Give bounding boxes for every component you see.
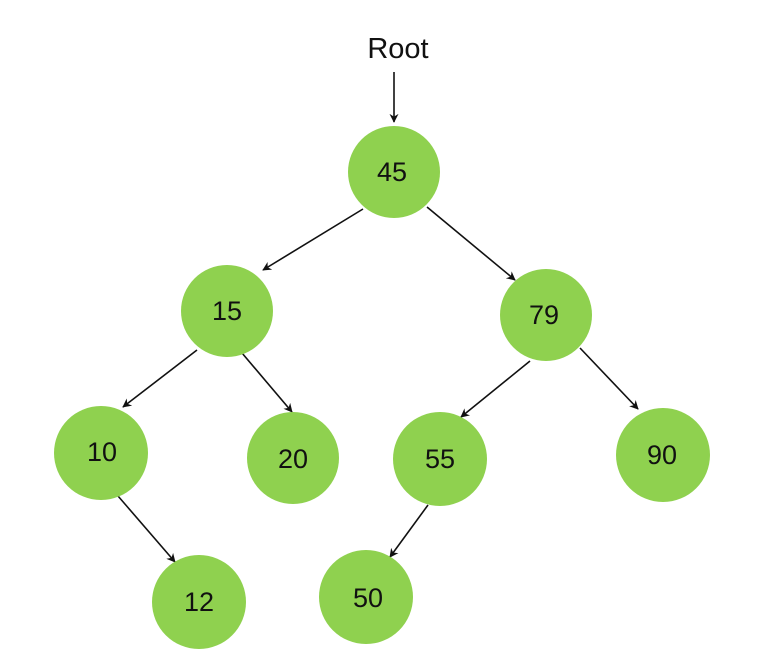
node-circle — [500, 269, 592, 361]
edge-45-15 — [262, 208, 364, 271]
tree-node-90: 90 — [616, 408, 710, 502]
node-circle — [393, 412, 487, 506]
node-circle — [152, 555, 246, 649]
node-circle — [348, 126, 440, 218]
tree-node-12: 12 — [152, 555, 246, 649]
tree-node-79: 79 — [500, 269, 592, 361]
edge-10-12 — [117, 495, 176, 563]
tree-node-45: 45 — [348, 126, 440, 218]
edge-15-10 — [122, 349, 198, 408]
node-value: 55 — [425, 444, 455, 474]
tree-node-10: 10 — [54, 406, 148, 500]
tree-node-20: 20 — [247, 412, 339, 504]
node-circle — [319, 550, 413, 644]
tree-node-50: 50 — [319, 550, 413, 644]
edge-79-55 — [460, 360, 531, 418]
node-circle — [181, 265, 273, 357]
edge-79-90 — [579, 347, 639, 410]
edge-15-20 — [241, 352, 293, 413]
tree-node-15: 15 — [181, 265, 273, 357]
node-value: 90 — [647, 440, 677, 470]
node-circle — [247, 412, 339, 504]
node-value: 79 — [529, 300, 559, 330]
edge-55-50 — [389, 504, 429, 558]
node-value: 45 — [377, 157, 407, 187]
node-circle — [616, 408, 710, 502]
node-value: 12 — [184, 587, 214, 617]
edge-45-79 — [426, 206, 516, 281]
node-circle — [54, 406, 148, 500]
node-value: 50 — [353, 583, 383, 613]
tree-node-55: 55 — [393, 412, 487, 506]
root-label: Root — [367, 33, 428, 65]
node-value: 15 — [212, 296, 242, 326]
node-value: 10 — [87, 437, 117, 467]
node-value: 20 — [278, 444, 308, 474]
